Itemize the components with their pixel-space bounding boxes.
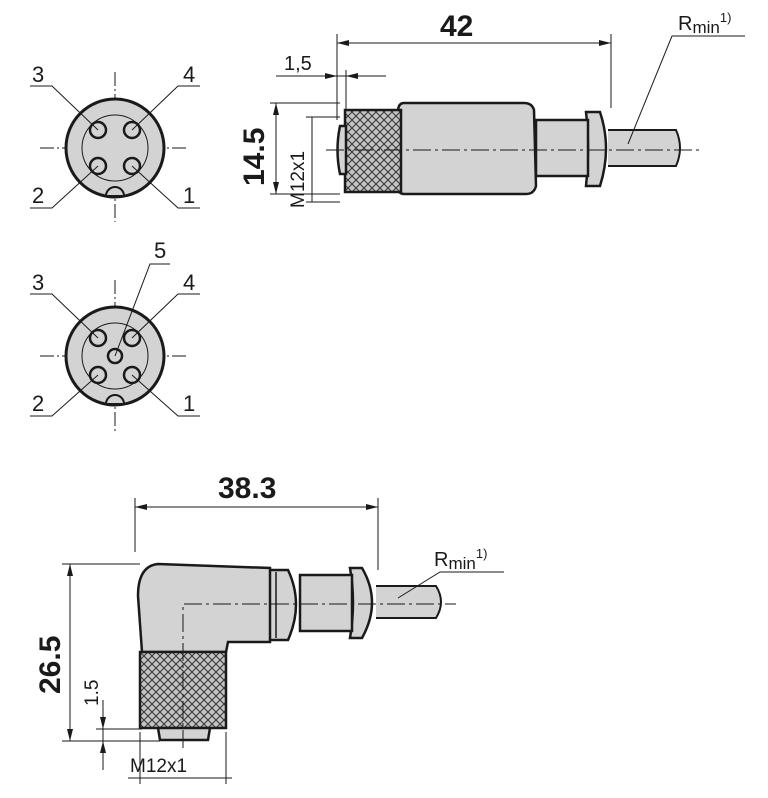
angled-neck xyxy=(298,573,354,633)
pinout-5-pin-3 xyxy=(88,328,108,348)
pinout-5-label-3: 3 xyxy=(32,270,44,295)
angled-flange xyxy=(348,566,374,640)
straight-rmin-label: Rmin1) xyxy=(678,10,731,37)
angled-rmin-label: Rmin1) xyxy=(434,546,487,573)
pinout-4-pin xyxy=(30,72,200,222)
angled-length-label: 38.3 xyxy=(218,472,276,505)
pinout-5-leader-1 xyxy=(131,374,200,417)
pinout-5-leader-5 xyxy=(114,263,170,357)
pinout-4-key-notch xyxy=(104,186,126,197)
pinout-5-label-4: 4 xyxy=(183,270,195,295)
pinout-5-pin-2 xyxy=(88,365,108,385)
straight-length-label: 42 xyxy=(440,10,473,43)
angled-cable xyxy=(376,585,442,619)
pinout-5-pin-5 xyxy=(106,347,124,365)
pinout-4-label-3: 3 xyxy=(32,62,44,87)
angled-offset-arrow-b xyxy=(100,741,106,753)
angled-axis xyxy=(182,603,456,748)
angled-arrow-right xyxy=(366,504,378,510)
pinout-4-pin-4 xyxy=(122,120,142,140)
pinout-4-leader-3 xyxy=(30,85,99,131)
angled-body xyxy=(136,562,272,654)
straight-labels: 42 1,5 14.5 M12x1 Rmin1) xyxy=(238,10,731,208)
straight-connector xyxy=(270,34,745,203)
pinout-4-pin-3 xyxy=(88,120,108,140)
angled-arrow-bottom xyxy=(67,729,73,741)
angled-front-lip xyxy=(156,726,212,742)
pinout-5-label-1: 1 xyxy=(183,391,195,416)
angled-collar xyxy=(266,568,298,642)
pinout-5-pin-4 xyxy=(122,328,142,348)
pinout-4-label-2: 2 xyxy=(32,183,44,208)
straight-knurled-nut xyxy=(343,108,403,194)
pinout-4-leader-4 xyxy=(131,85,200,131)
pinout-4-labels: 3 4 2 1 xyxy=(32,62,195,208)
straight-arrow-top xyxy=(273,103,279,115)
angled-arrow-left xyxy=(135,504,147,510)
pinout-4-label-4: 4 xyxy=(183,62,195,87)
pinout-5-leader-2 xyxy=(30,374,99,417)
angled-height-label: 26.5 xyxy=(34,636,67,694)
pinout-5-key-notch xyxy=(104,394,126,405)
pinout-4-pin-2 xyxy=(88,156,108,176)
angled-offset-label: 1.5 xyxy=(82,680,103,706)
pinout-4-pin-1 xyxy=(122,156,142,176)
pinout-5-label-5: 5 xyxy=(154,238,166,263)
pinout-4-leader-1 xyxy=(131,165,200,209)
pinout-4-inner-ring xyxy=(81,114,149,182)
straight-neck xyxy=(534,118,590,178)
angled-connector xyxy=(62,498,504,784)
angled-thread-label: M12x1 xyxy=(130,756,187,777)
angled-arrow-top xyxy=(67,564,73,576)
pinout-4-leader-2 xyxy=(30,165,99,209)
straight-body xyxy=(396,101,538,196)
straight-diameter-label: 14.5 xyxy=(238,128,271,186)
pinout-5-labels: 3 4 2 1 5 xyxy=(32,238,195,416)
angled-rmin-leader xyxy=(397,571,504,599)
straight-rmin-leader xyxy=(627,35,745,145)
straight-thread-label: M12x1 xyxy=(288,151,309,208)
angled-labels: 38.3 26.5 1.5 M12x1 Rmin1) xyxy=(34,472,487,777)
pinout-5-label-2: 2 xyxy=(32,391,44,416)
angled-offset-arrow-a xyxy=(100,717,106,729)
pinout-5-inner-ring xyxy=(81,322,149,390)
straight-arrow-bottom xyxy=(273,182,279,194)
pinout-5-leader-4 xyxy=(131,293,200,339)
straight-arrow-right xyxy=(599,40,611,46)
straight-offset-arrow-b xyxy=(346,73,358,79)
straight-arrow-left xyxy=(337,40,349,46)
straight-cable xyxy=(608,129,681,167)
pinout-5-leader-3 xyxy=(30,293,99,339)
straight-offset-arrow-a xyxy=(325,73,337,79)
pinout-5-pin xyxy=(30,263,200,432)
pinout-5-pin-1 xyxy=(122,365,142,385)
straight-offset-label: 1,5 xyxy=(284,53,312,75)
pinout-4-label-1: 1 xyxy=(183,183,195,208)
